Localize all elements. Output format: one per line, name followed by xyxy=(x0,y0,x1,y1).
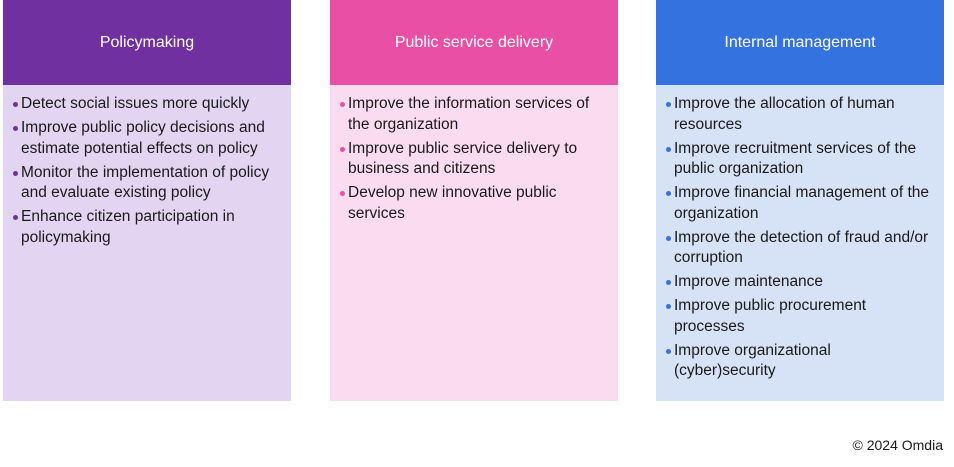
list-item: Improve the information services of the … xyxy=(340,94,606,135)
bullet-list: Detect social issues more quickly Improv… xyxy=(13,94,279,248)
bullet-icon xyxy=(13,215,18,220)
bullet-list: Improve the allocation of human resource… xyxy=(666,94,932,382)
column-header: Public service delivery xyxy=(330,0,618,85)
list-item: Improve recruitment services of the publ… xyxy=(666,139,932,180)
bullet-icon xyxy=(340,191,345,196)
bullet-icon xyxy=(13,102,18,107)
bullet-icon xyxy=(340,146,345,152)
column-policymaking: Policymaking Detect social issues more q… xyxy=(3,0,291,401)
column-header: Internal management xyxy=(656,0,944,85)
bullet-icon xyxy=(666,235,671,241)
list-item: Improve the detection of fraud and/or co… xyxy=(666,228,932,269)
column-public-service-delivery: Public service delivery Improve the info… xyxy=(330,0,618,401)
list-item: Improve financial management of the orga… xyxy=(666,183,932,224)
column-title: Policymaking xyxy=(99,33,195,51)
column-title: Public service delivery xyxy=(394,33,554,51)
list-item: Improve public policy decisions and esti… xyxy=(13,118,279,159)
bullet-icon xyxy=(666,191,671,196)
list-item: Improve organizational (cyber)security xyxy=(666,341,932,382)
bullet-icon xyxy=(13,170,18,176)
list-item: Improve the allocation of human resource… xyxy=(666,94,932,135)
copyright-text: © 2024 Omdia xyxy=(852,437,943,453)
bullet-icon xyxy=(666,304,671,309)
bullet-icon xyxy=(666,146,671,152)
bullet-icon xyxy=(666,102,671,107)
list-item: Improve public procurement processes xyxy=(666,296,932,337)
column-body: Improve the information services of the … xyxy=(330,85,618,401)
list-item: Enhance citizen participation in policym… xyxy=(13,207,279,248)
list-item: Monitor the implementation of policy and… xyxy=(13,163,279,204)
list-item: Detect social issues more quickly xyxy=(13,94,279,115)
bullet-icon xyxy=(13,126,18,131)
bullet-icon xyxy=(340,102,345,107)
bullet-icon xyxy=(666,280,671,285)
bullet-icon xyxy=(666,348,671,354)
column-header: Policymaking xyxy=(3,0,291,85)
list-item: Improve maintenance xyxy=(666,272,932,293)
list-item: Develop new innovative public services xyxy=(340,183,606,224)
column-internal-management: Internal management Improve the allocati… xyxy=(656,0,944,401)
list-item: Improve public service delivery to busin… xyxy=(340,139,606,180)
column-body: Improve the allocation of human resource… xyxy=(656,85,944,401)
column-body: Detect social issues more quickly Improv… xyxy=(3,85,291,401)
bullet-list: Improve the information services of the … xyxy=(340,94,606,224)
column-title: Internal management xyxy=(724,33,876,51)
